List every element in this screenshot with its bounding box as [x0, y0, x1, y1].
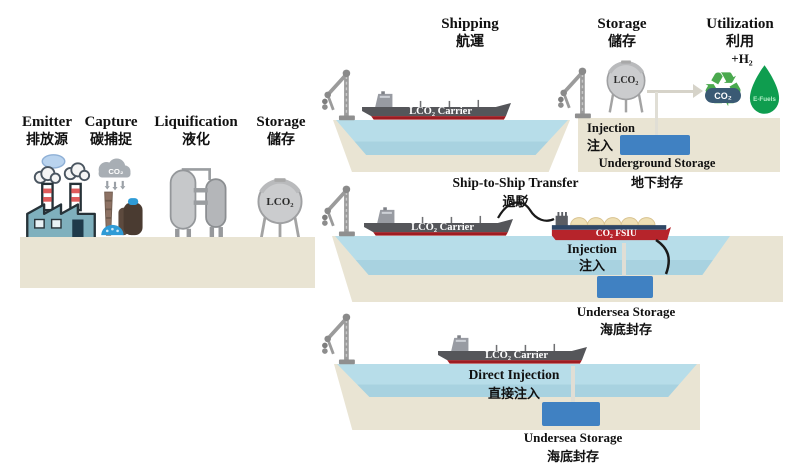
- recycle-co2-label: CO₂: [705, 88, 741, 103]
- utilization-header: Utilization 利用: [690, 16, 790, 50]
- utilization-flow-arrowhead: [693, 84, 703, 98]
- stage-storage-header: Storage 儲存: [244, 114, 318, 148]
- ship-label-sts: LCO₂ Carrier: [411, 222, 475, 233]
- stage-liquification-en: Liquification: [154, 114, 238, 130]
- utilization-flow-line: [647, 90, 693, 93]
- factory-emitter-icon: [26, 154, 96, 240]
- injection-flow-line-sts: [622, 243, 626, 285]
- capture-cloud-label: CO₂: [108, 167, 124, 176]
- port-injection-zh: 注入: [587, 138, 614, 153]
- stage-emitter-header: Emitter 排放源: [10, 114, 84, 148]
- stage-liquification-zh: 液化: [182, 132, 210, 148]
- stage-capture-en: Capture: [84, 114, 138, 130]
- injection-flow-line-port: [655, 92, 658, 142]
- sts-undersea-storage-en: Undersea Storage: [576, 304, 676, 319]
- port-injection-en: Injection: [587, 121, 635, 135]
- injection-flow-line-direct: [571, 366, 575, 406]
- fsiu-label: CO₂ FSIU: [595, 229, 637, 239]
- lco2-carrier-ship-direct: LCO₂ Carrier: [436, 334, 588, 368]
- direct-undersea-storage-en: Undersea Storage: [523, 430, 623, 445]
- port-crane-right-icon: [552, 61, 596, 121]
- storage-header: Storage 儲存: [572, 16, 672, 50]
- shipping-header: Shipping 航運: [420, 16, 520, 50]
- storage-en: Storage: [597, 16, 647, 32]
- carbon-capture-icon: CO₂: [98, 158, 143, 236]
- direct-crane-icon: [316, 307, 360, 367]
- utilization-en: Utilization: [706, 16, 774, 32]
- terminal-lco2-tank-icon: [600, 60, 652, 116]
- ground-strip: [20, 237, 315, 288]
- storage-zh: 儲存: [608, 34, 636, 50]
- terminal-tank-label: LCO₂: [613, 75, 639, 86]
- direct-injection-zh: 直接注入: [487, 386, 540, 401]
- undersea-reservoir-direct: [542, 402, 600, 426]
- lco2-carrier-ship-sts: LCO₂ Carrier: [362, 206, 514, 240]
- port-crane-left-icon: [316, 63, 360, 123]
- sts-crane-icon: [316, 179, 360, 239]
- lco2-storage-tank-icon: [250, 178, 310, 242]
- transfer-hose-icon: [497, 201, 555, 222]
- stage-capture-zh: 碳捕捉: [90, 132, 132, 148]
- direct-sea-water: [337, 364, 697, 397]
- sts-undersea-storage-zh: 海底封存: [599, 322, 652, 337]
- underground-storage-zh: 地下封存: [630, 175, 683, 190]
- port-sea-water: [336, 120, 568, 155]
- h2-label: +H₂: [731, 51, 753, 66]
- liquification-plant-icon: [169, 168, 227, 240]
- utilization-zh: 利用: [726, 34, 754, 50]
- efuels-drop-icon: E-Fuels: [749, 65, 780, 114]
- shipping-zh: 航運: [456, 34, 484, 50]
- shipping-en: Shipping: [441, 16, 499, 32]
- stage-liquification-header: Liquification 液化: [146, 114, 246, 148]
- injection-riser-icon: [655, 238, 670, 275]
- undersea-reservoir-sts: [597, 276, 653, 298]
- sts-injection-zh: 注入: [578, 258, 605, 273]
- underground-reservoir: [620, 135, 690, 155]
- ship-label-direct: LCO₂ Carrier: [485, 350, 549, 361]
- stage-emitter-en: Emitter: [22, 114, 72, 130]
- underground-storage-en: Underground Storage: [598, 156, 716, 170]
- stage-storage-en: Storage: [256, 114, 306, 130]
- sts-title-en: Ship-to-Ship Transfer: [452, 175, 579, 190]
- direct-undersea-storage-zh: 海底封存: [546, 449, 599, 464]
- stage-emitter-zh: 排放源: [26, 132, 68, 148]
- ship-label-port: LCO₂ Carrier: [409, 106, 473, 117]
- sts-sea-water: [335, 236, 730, 275]
- stage-storage-zh: 儲存: [267, 132, 295, 148]
- lco2-tank-label: LCO₂: [266, 196, 294, 208]
- sts-injection-en: Injection: [567, 241, 617, 256]
- direct-injection-en: Direct Injection: [468, 367, 560, 382]
- stage-capture-header: Capture 碳捕捉: [74, 114, 148, 148]
- lco2-carrier-ship-port: LCO₂ Carrier: [360, 90, 512, 124]
- efuels-label: E-Fuels: [753, 96, 776, 103]
- co2-fsiu-vessel: CO₂ FSIU: [547, 212, 673, 242]
